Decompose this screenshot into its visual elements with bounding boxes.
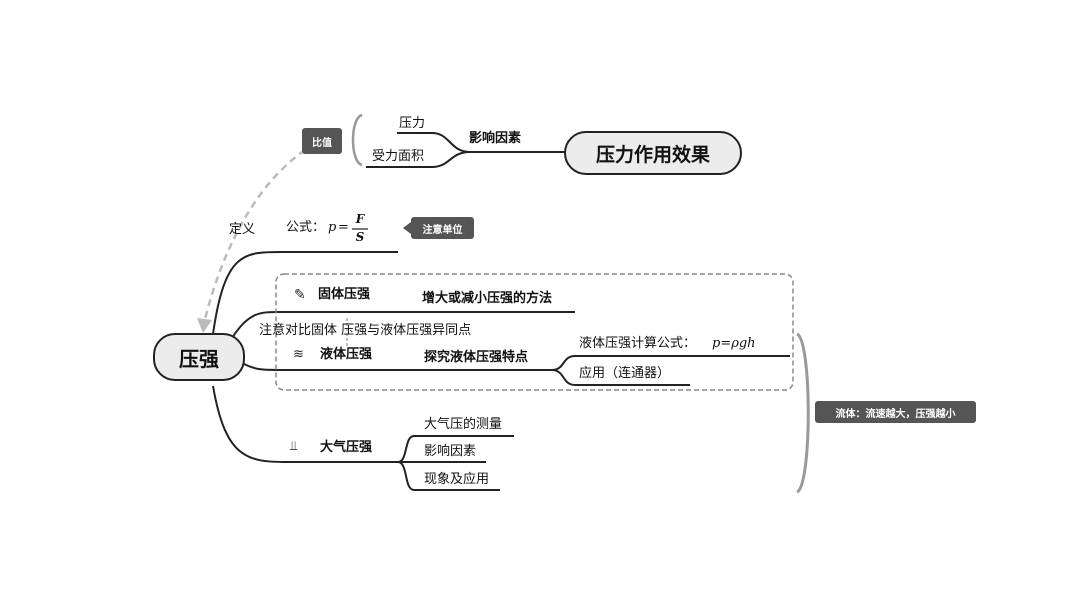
atmosphere-pressure-label: 大气压强: [320, 440, 373, 455]
effect-node: 压力作用效果: [564, 131, 742, 175]
factors-label: 影响因素: [469, 131, 522, 146]
formula-denominator: S: [355, 230, 365, 244]
pencil-icon: ✎: [294, 287, 306, 303]
atmosphere-factors-label: 影响因素: [424, 444, 477, 459]
solid-pressure-label: 固体压强: [318, 287, 371, 302]
central-node: 压强: [153, 333, 245, 381]
liquid-pressure-label: 液体压强: [320, 347, 373, 362]
note-unit-tag: 注意单位: [411, 217, 474, 239]
input-area-label: 受力面积: [372, 149, 425, 164]
waves-icon: ≋: [293, 347, 304, 362]
bar-chart-icon: ⫫: [290, 439, 298, 454]
liquid-application-label: 应用（连通器）: [579, 366, 671, 381]
liquid-explore-label: 探究液体压强特点: [424, 350, 529, 365]
solid-methods-label: 增大或减小压强的方法: [422, 291, 553, 306]
formula-numerator: F: [355, 212, 365, 226]
liquid-formula-label: 液体压强计算公式：: [579, 336, 697, 351]
atmosphere-measure-label: 大气压的测量: [424, 417, 503, 432]
effect-node-label: 压力作用效果: [595, 143, 710, 166]
note-unit-tag-label: 注意单位: [422, 224, 463, 236]
formula-lhs: p: [328, 220, 337, 235]
definition-label: 定义: [229, 222, 256, 237]
fluid-tag: 流体：流速越大，压强越小: [815, 401, 976, 423]
note-unit-pointer: [403, 222, 411, 234]
central-node-label: 压强: [179, 346, 219, 371]
formula-equals: =: [338, 220, 349, 235]
ratio-tag: 比值: [302, 128, 342, 154]
atmosphere-phenomena-label: 现象及应用: [424, 472, 490, 487]
input-pressure-label: 压力: [399, 116, 426, 131]
formula-prefix: 公式：: [286, 220, 326, 235]
fluid-tag-label: 流体：流速越大，压强越小: [835, 408, 956, 420]
liquid-formula-expr: p=ρgh: [712, 336, 756, 351]
compare-note: 注意对比固体 压强与液体压强异同点: [259, 323, 472, 338]
ratio-tag-label: 比值: [312, 137, 332, 149]
